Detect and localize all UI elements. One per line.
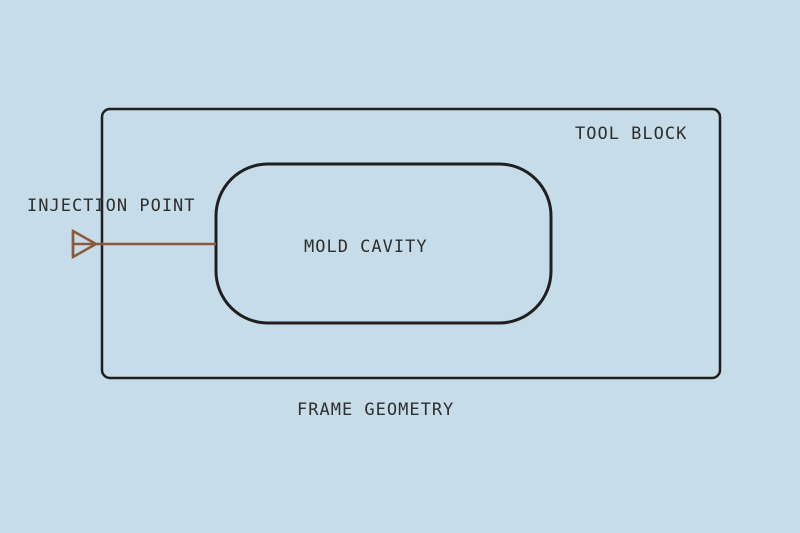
frame-geometry-label: FRAME GEOMETRY: [297, 400, 455, 420]
tool-block-label: TOOL BLOCK: [575, 124, 688, 144]
mold-cavity-label: MOLD CAVITY: [304, 237, 428, 257]
injection-point-label: INJECTION POINT: [27, 196, 196, 216]
